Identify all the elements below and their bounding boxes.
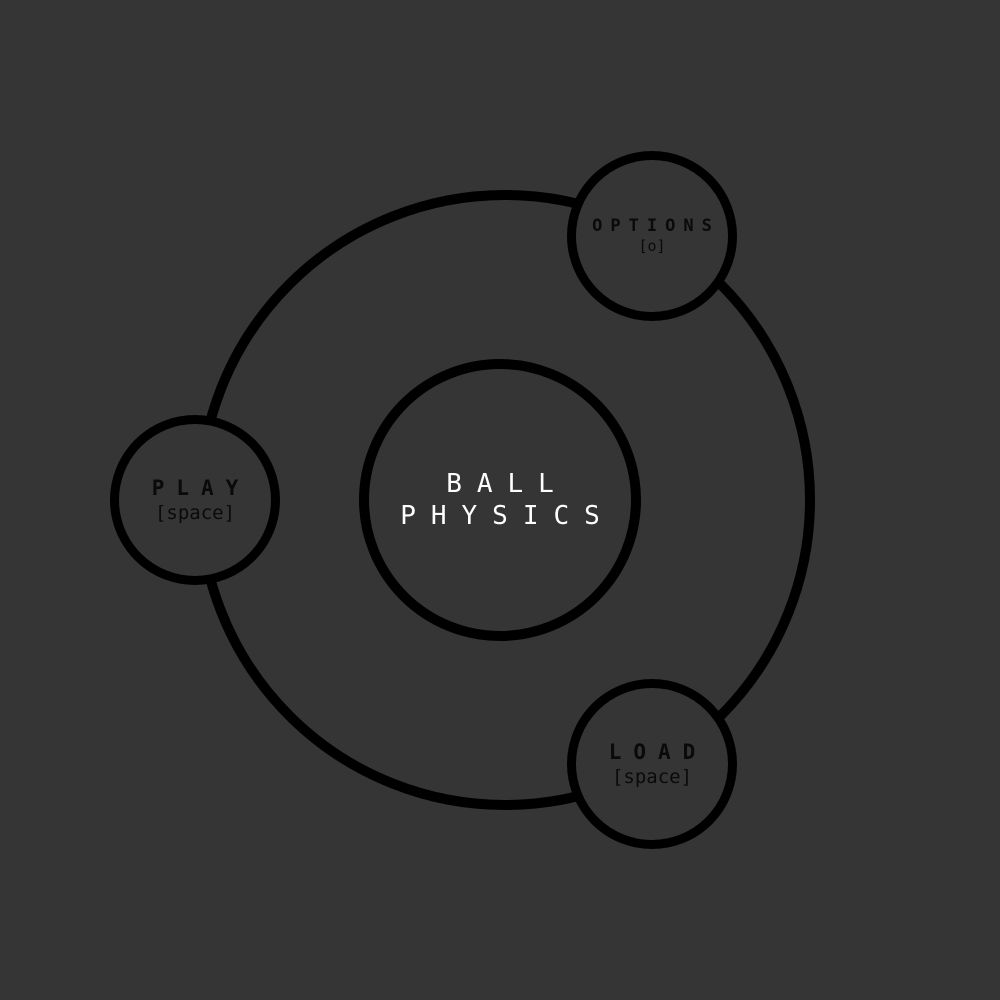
load-key-hint: [space] [611, 765, 693, 788]
options-label: OPTIONS [592, 216, 720, 236]
title-line-2: PHYSICS [400, 501, 615, 531]
play-key-hint: [space] [154, 501, 236, 524]
load-button[interactable]: LOAD [space] [567, 679, 737, 849]
options-key-hint: [o] [638, 237, 666, 255]
options-button[interactable]: OPTIONS [o] [567, 151, 737, 321]
title-line-1: BALL [446, 469, 569, 499]
play-label: PLAY [151, 475, 251, 500]
play-button[interactable]: PLAY [space] [110, 415, 280, 585]
title-circle: BALL PHYSICS [359, 359, 641, 641]
load-label: LOAD [608, 739, 708, 764]
